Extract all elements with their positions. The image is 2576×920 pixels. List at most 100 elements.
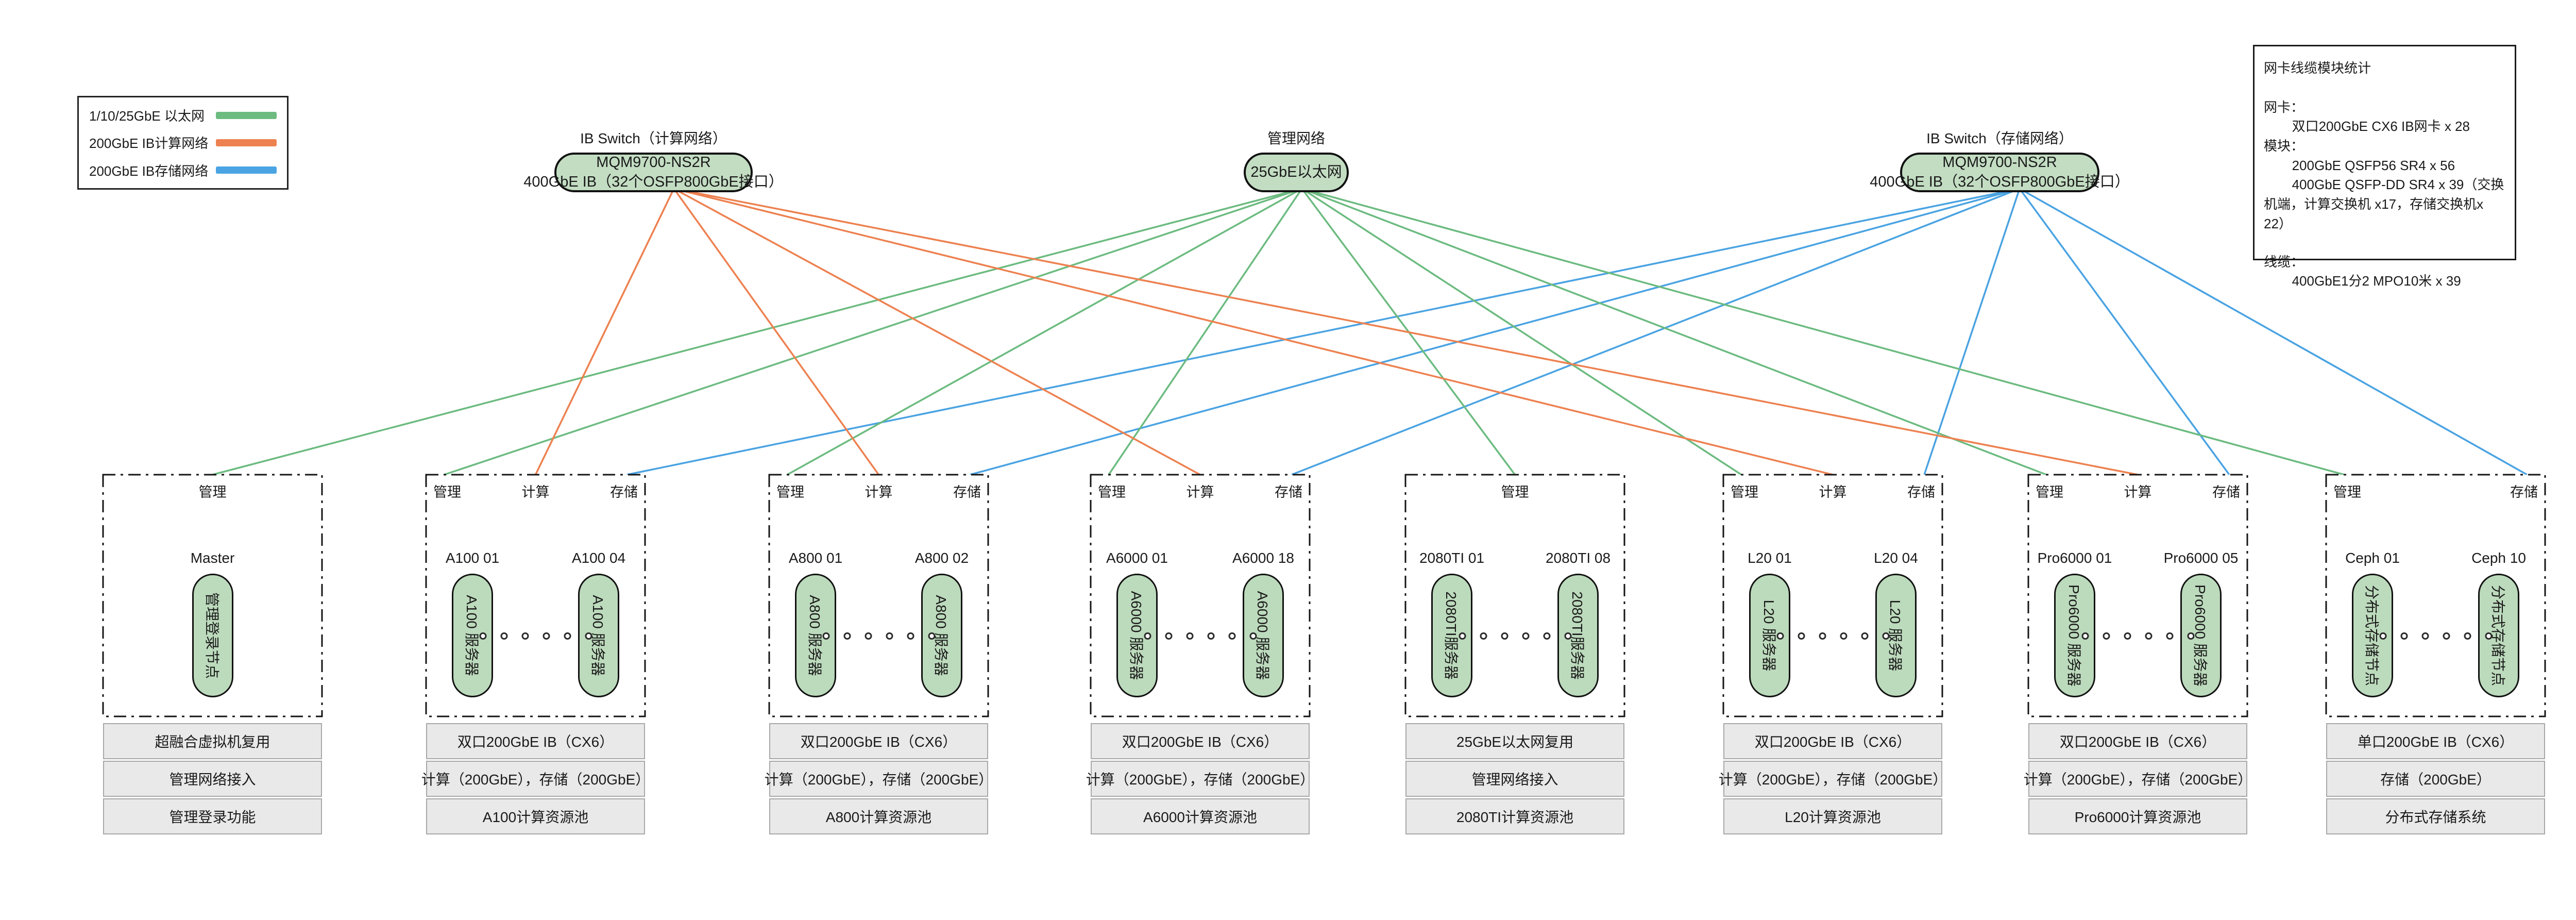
info-row-2080ti-0: 25GbE以太网复用 — [1405, 723, 1624, 759]
port-label-stor: 存储 — [953, 484, 981, 500]
dot — [822, 632, 829, 640]
dot — [1165, 632, 1172, 640]
dot — [1459, 632, 1466, 640]
switch-mgmt: 管理网络 25GbE以太网 — [1244, 127, 1349, 192]
wire-mgmt-pro6000 — [1301, 188, 2047, 476]
info-row-pro6000-1: 计算（200GbE），存储（200GbE） — [2024, 761, 2252, 797]
ethernet-line-swatch — [216, 111, 277, 119]
server-name-master-0: Master — [190, 550, 235, 566]
server-name-a100-1: A100 04 — [571, 550, 626, 566]
info-row-2080ti-2: 2080TI计算资源池 — [1405, 798, 1624, 834]
dot — [2187, 632, 2194, 640]
dot — [479, 632, 486, 640]
dot — [2124, 632, 2131, 640]
info-row-a800-2: A800计算资源池 — [769, 798, 988, 834]
port-label-comp: 计算 — [865, 484, 893, 500]
dot — [2379, 632, 2386, 640]
server-name-ceph-1: Ceph 10 — [2471, 550, 2526, 566]
server-capsule-ceph-0: 分布式存储节点 — [2352, 574, 2393, 697]
info-row-l20-0: 双口200GbE IB（CX6） — [1723, 723, 1942, 759]
wire-comp-a6000 — [673, 188, 1201, 476]
stats-section-2: 线缆：400GbE1分2 MPO10米 x 39 — [2264, 253, 2505, 291]
legend: 1/10/25GbE 以太网 200GbE IB计算网络 200GbE IB存储… — [77, 96, 289, 190]
wire-comp-pro6000 — [673, 188, 2138, 476]
dot — [521, 632, 529, 640]
info-row-ceph-1: 存储（200GbE） — [2326, 761, 2545, 797]
stats-item-1-1: 400GbE QSFP-DD SR4 x 39（交换机端，计算交换机 x17，存… — [2264, 177, 2504, 231]
dot — [1543, 632, 1550, 640]
port-label-comp: 计算 — [1186, 484, 1214, 500]
legend-row: 200GbE IB计算网络 — [89, 133, 277, 152]
dot — [2421, 632, 2429, 640]
server-name-a6000-1: A6000 18 — [1232, 550, 1294, 566]
switch-mgmt-node: 25GbE以太网 — [1244, 153, 1349, 192]
info-row-a800-1: 计算（200GbE），存储（200GbE） — [765, 761, 993, 797]
port-label-mgmt: 管理 — [1731, 484, 1758, 500]
wire-mgmt-a100 — [444, 188, 1302, 476]
wire-stor-a100 — [626, 188, 2020, 476]
info-row-pro6000-2: Pro6000计算资源池 — [2028, 798, 2247, 834]
dot — [2103, 632, 2110, 640]
dot — [1882, 632, 1889, 640]
wire-comp-a800 — [673, 188, 879, 476]
info-row-ceph-0: 单口200GbE IB（CX6） — [2326, 723, 2545, 759]
server-capsule-master-0: 管理登录节点 — [192, 574, 233, 697]
dot — [865, 632, 872, 640]
server-name-a800-1: A800 02 — [914, 550, 969, 566]
info-row-a800-0: 双口200GbE IB（CX6） — [769, 723, 988, 759]
port-label-mgmt: 管理 — [1098, 484, 1126, 500]
info-row-a100-1: 计算（200GbE），存储（200GbE） — [421, 761, 650, 797]
server-capsule-a100-1: A100 服务器 — [578, 574, 619, 697]
info-row-master-0: 超融合虚拟机复用 — [103, 723, 322, 759]
stats-section-0: 网卡：双口200GbE CX6 IB网卡 x 28 — [2264, 98, 2505, 137]
port-label-comp: 计算 — [1819, 484, 1847, 500]
dot — [907, 632, 914, 640]
dot — [1480, 632, 1487, 640]
stats-item-0-0: 双口200GbE CX6 IB网卡 x 28 — [2292, 119, 2470, 135]
server-name-l20-0: L20 01 — [1748, 550, 1792, 566]
dot — [843, 632, 851, 640]
dot — [2464, 632, 2471, 640]
port-label-stor: 存储 — [1907, 484, 1935, 500]
server-capsule-a800-0: A800 服务器 — [795, 574, 836, 697]
port-label-mgmt: 管理 — [433, 484, 461, 500]
server-name-pro6000-0: Pro6000 01 — [2037, 550, 2112, 566]
switch-compute-node: MQM9700-NS2R 400GbE IB（32个OSFP800GbE接口） — [523, 153, 784, 192]
port-label-stor: 存储 — [2212, 484, 2240, 500]
switch-storage-model: MQM9700-NS2R — [1942, 154, 2057, 171]
ellipsis-dots — [1776, 632, 1889, 640]
dot — [585, 632, 592, 640]
dot — [1144, 632, 1151, 640]
switch-storage-spec: 400GbE IB（32个OSFP800GbE接口） — [1870, 173, 2130, 190]
dot — [2485, 632, 2492, 640]
info-row-a100-0: 双口200GbE IB（CX6） — [426, 723, 645, 759]
server-name-ceph-0: Ceph 01 — [2345, 550, 2400, 566]
switch-compute-model: MQM9700-NS2R — [596, 154, 711, 171]
port-label-stor: 存储 — [1275, 484, 1302, 500]
ellipsis-dots — [822, 632, 935, 640]
switch-compute-spec: 400GbE IB（32个OSFP800GbE接口） — [523, 173, 784, 190]
switch-storage: IB Switch（存储网络） MQM9700-NS2R 400GbE IB（3… — [1870, 127, 2130, 192]
wire-mgmt-l20 — [1301, 188, 1742, 476]
switch-mgmt-model: 25GbE以太网 — [1250, 163, 1342, 180]
stats-item-2-0: 400GbE1分2 MPO10米 x 39 — [2292, 273, 2461, 289]
dot — [2443, 632, 2450, 640]
dot — [2081, 632, 2089, 640]
legend-label-storage: 200GbE IB存储网络 — [89, 163, 209, 179]
stats-heading-1: 模块： — [2264, 138, 2304, 154]
dot — [543, 632, 550, 640]
info-row-master-1: 管理网络接入 — [103, 761, 322, 797]
info-row-a6000-1: 计算（200GbE），存储（200GbE） — [1086, 761, 1314, 797]
dot — [2400, 632, 2408, 640]
port-label-stor: 存储 — [610, 484, 638, 500]
dot — [1228, 632, 1235, 640]
